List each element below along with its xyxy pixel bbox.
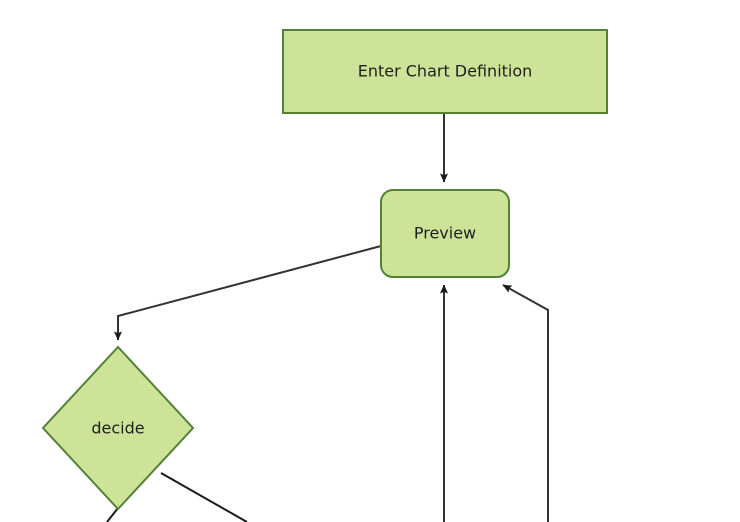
edge-decide-to-bottom-right [160, 472, 248, 522]
edge-decide-to-bottom-left [106, 507, 119, 522]
node-enter-chart-definition-shape[interactable] [282, 29, 608, 114]
node-preview-label: Preview [414, 224, 476, 243]
node-decide-shape[interactable] [41, 345, 195, 511]
edge-preview-to-decide [114, 245, 382, 341]
node-decide-label: decide [91, 419, 144, 438]
edges-layer [106, 113, 549, 522]
edge-return-right-to-preview [502, 284, 549, 522]
node-enter-chart-definition-label: Enter Chart Definition [358, 62, 533, 81]
node-preview[interactable]: Preview [380, 189, 510, 278]
node-preview-shape[interactable] [380, 189, 510, 278]
node-decide[interactable]: decide [41, 345, 195, 511]
node-enter-chart-definition[interactable]: Enter Chart Definition [282, 29, 608, 114]
